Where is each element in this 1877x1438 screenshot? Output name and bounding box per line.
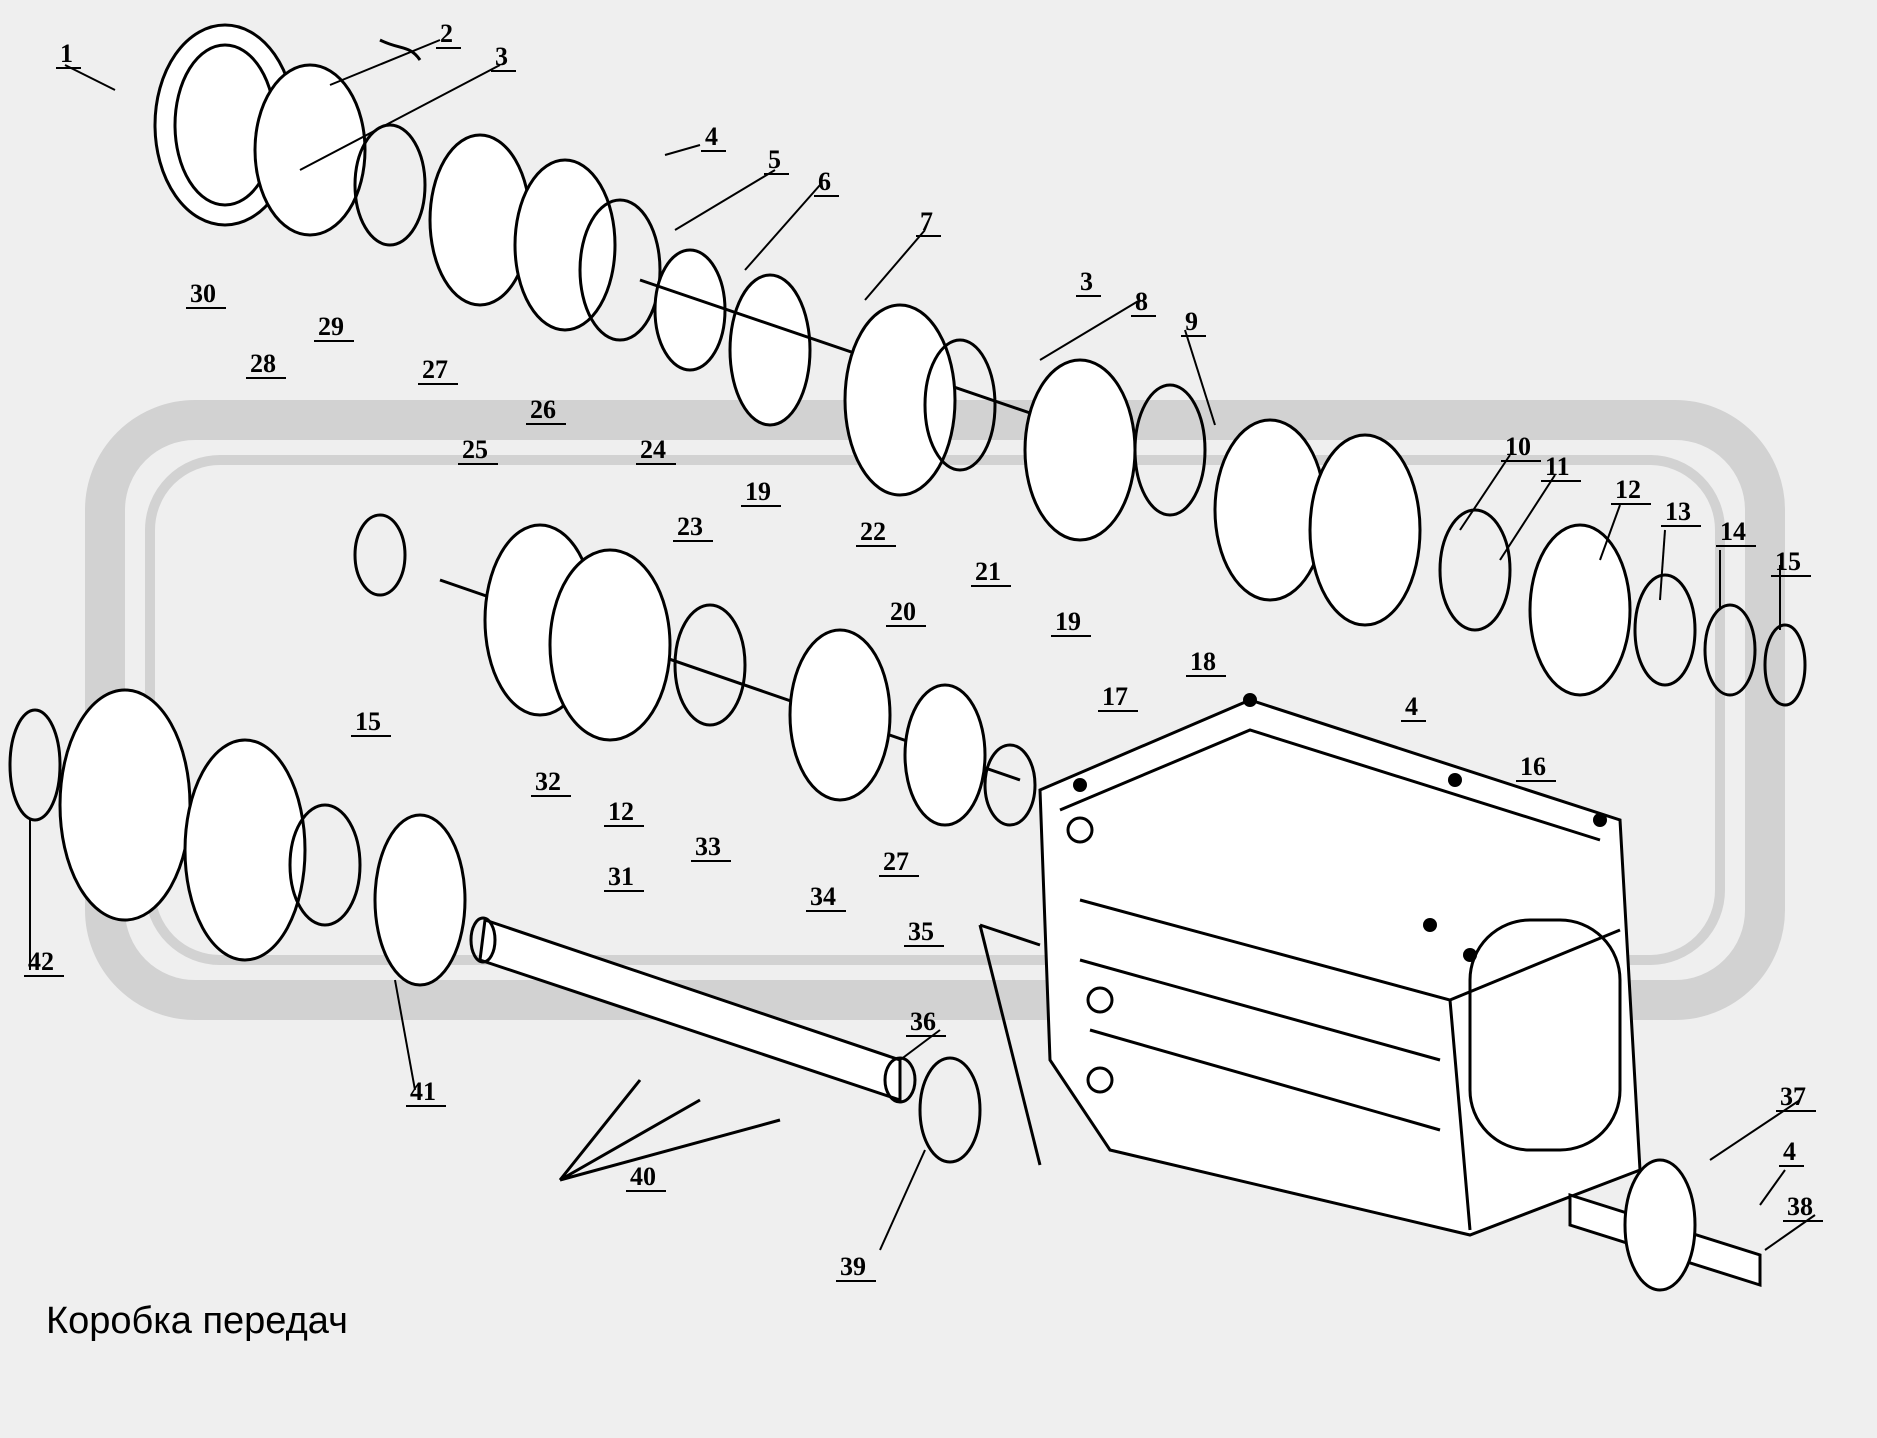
callout-1: 1 [60, 39, 73, 68]
callout-40: 40 [630, 1162, 656, 1191]
callout-42: 42 [28, 947, 54, 976]
callout-21: 21 [975, 557, 1001, 586]
callout-29: 29 [318, 312, 344, 341]
callout-33: 33 [695, 832, 721, 861]
callout-20: 20 [890, 597, 916, 626]
assembly-arrows [558, 923, 1042, 1182]
callout-27: 27 [422, 355, 448, 384]
callout-14: 14 [1720, 517, 1746, 546]
leader-lines [29, 39, 1816, 1251]
callout-11: 11 [1545, 452, 1570, 481]
callout-15: 15 [355, 707, 381, 736]
callout-16: 16 [1520, 752, 1546, 781]
input-shaft-assembly [153, 23, 1807, 707]
callout-23: 23 [677, 512, 703, 541]
callout-3: 3 [495, 42, 508, 71]
callout-19: 19 [745, 477, 771, 506]
callout-35: 35 [908, 917, 934, 946]
callout-30: 30 [190, 279, 216, 308]
countershaft-assembly [353, 38, 1037, 827]
callout-8: 8 [1135, 287, 1148, 316]
callout-2: 2 [440, 19, 453, 48]
callout-25: 25 [462, 435, 488, 464]
callout-37: 37 [1780, 1082, 1806, 1111]
callout-17: 17 [1102, 682, 1128, 711]
callout-4: 4 [1405, 692, 1418, 721]
callout-32: 32 [535, 767, 561, 796]
callout-15: 15 [1775, 547, 1801, 576]
callout-31: 31 [608, 862, 634, 891]
callout-12: 12 [1615, 475, 1641, 504]
reverse-gear-block [8, 688, 467, 987]
callout-36: 36 [910, 1007, 936, 1036]
callout-12: 12 [608, 797, 634, 826]
gearbox-housing [1038, 693, 1642, 1237]
callout-9: 9 [1185, 307, 1198, 336]
callout-38: 38 [1787, 1192, 1813, 1221]
callout-26: 26 [530, 395, 556, 424]
callout-39: 39 [840, 1252, 866, 1281]
callout-34: 34 [810, 882, 836, 911]
speedometer-gear [1568, 1158, 1762, 1292]
callout-5: 5 [768, 145, 781, 174]
callout-28: 28 [250, 349, 276, 378]
reverse-shaft [469, 916, 982, 1164]
callout-24: 24 [640, 435, 666, 464]
callout-4: 4 [705, 122, 718, 151]
callout-18: 18 [1190, 647, 1216, 676]
callout-7: 7 [920, 207, 933, 236]
callout-6: 6 [818, 167, 831, 196]
diagram-caption: Коробка передач [46, 1300, 348, 1342]
callout-13: 13 [1665, 497, 1691, 526]
callout-27: 27 [883, 847, 909, 876]
callout-3: 3 [1080, 267, 1093, 296]
callout-22: 22 [860, 517, 886, 546]
callout-19: 19 [1055, 607, 1081, 636]
callout-4: 4 [1783, 1137, 1796, 1166]
